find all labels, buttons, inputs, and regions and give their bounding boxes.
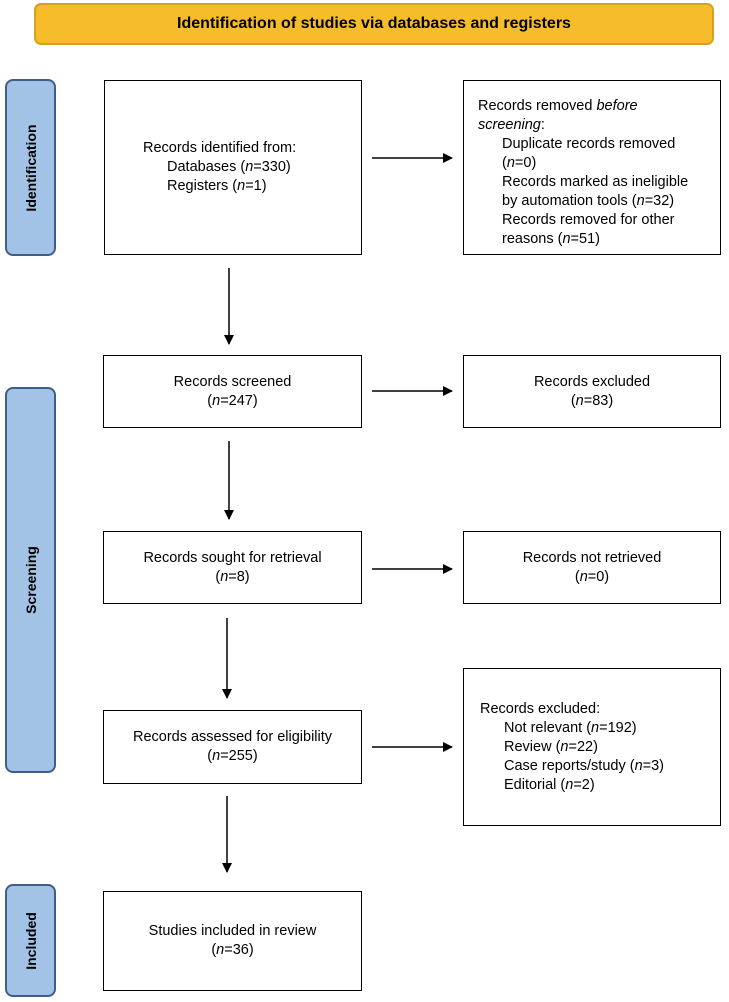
records-screened-box: Records screened (n=247)	[103, 355, 362, 428]
reason-editorial: Editorial (n=2)	[504, 776, 595, 793]
phase-screening: Screening	[5, 387, 56, 773]
records-excluded-reasons-label: Records excluded:	[480, 700, 601, 717]
databases-count: Databases (n=330)	[167, 159, 291, 175]
phase-included-label: Included	[22, 911, 39, 970]
duplicate-removed: Duplicate records removed	[502, 136, 676, 152]
records-removed-label-2: screening:	[478, 117, 545, 133]
records-excluded-box: Records excluded (n=83)	[463, 355, 721, 428]
phase-identification-label: Identification	[22, 123, 39, 212]
studies-included-box: Studies included in review (n=36)	[103, 891, 362, 991]
records-excluded-count: (n=83)	[570, 392, 614, 409]
records-removed-box: Records removed before screening: Duplic…	[463, 80, 721, 255]
records-removed-label: Records removed before	[478, 98, 638, 114]
records-assessed-count: (n=255)	[207, 748, 258, 764]
records-assessed-box: Records assessed for eligibility (n=255)	[103, 710, 362, 784]
records-not-retrieved-label: Records not retrieved	[522, 549, 662, 566]
records-screened-count: (n=247)	[207, 392, 258, 409]
records-screened-label: Records screened	[173, 373, 292, 390]
records-excluded-reasons-box: Records excluded: Not relevant (n=192) R…	[463, 668, 721, 826]
reason-not-relevant: Not relevant (n=192)	[504, 719, 637, 736]
records-sought-box: Records sought for retrieval (n=8)	[103, 531, 362, 604]
studies-included-label: Studies included in review	[148, 923, 317, 939]
other-removed-label: Records removed for other	[502, 212, 675, 228]
studies-included-count: (n=36)	[211, 942, 254, 958]
ineligible-label: Records marked as ineligible	[502, 174, 689, 190]
phase-screening-label: Screening	[22, 546, 39, 614]
duplicate-removed-count: (n=0)	[502, 155, 537, 171]
reason-review: Review (n=22)	[504, 738, 598, 755]
records-assessed-label: Records assessed for eligibility	[132, 729, 333, 745]
records-identified-label: Records identified from:	[143, 140, 297, 156]
records-not-retrieved-count: (n=0)	[574, 568, 610, 585]
flow-header: Identification of studies via databases …	[34, 3, 714, 45]
other-removed-count: reasons (n=51)	[502, 231, 600, 247]
records-sought-count: (n=8)	[215, 568, 250, 585]
reason-case-reports: Case reports/study (n=3)	[504, 757, 665, 774]
header-title: Identification of studies via databases …	[177, 15, 571, 32]
records-identified-box: Records identified from: Databases (n=33…	[104, 80, 362, 255]
records-not-retrieved-box: Records not retrieved (n=0)	[463, 531, 721, 604]
registers-count: Registers (n=1)	[167, 178, 267, 194]
phase-included: Included	[5, 884, 56, 997]
phase-identification: Identification	[5, 79, 56, 256]
records-excluded-label: Records excluded	[533, 373, 651, 390]
records-sought-label: Records sought for retrieval	[143, 549, 322, 566]
ineligible-count: by automation tools (n=32)	[502, 193, 675, 209]
